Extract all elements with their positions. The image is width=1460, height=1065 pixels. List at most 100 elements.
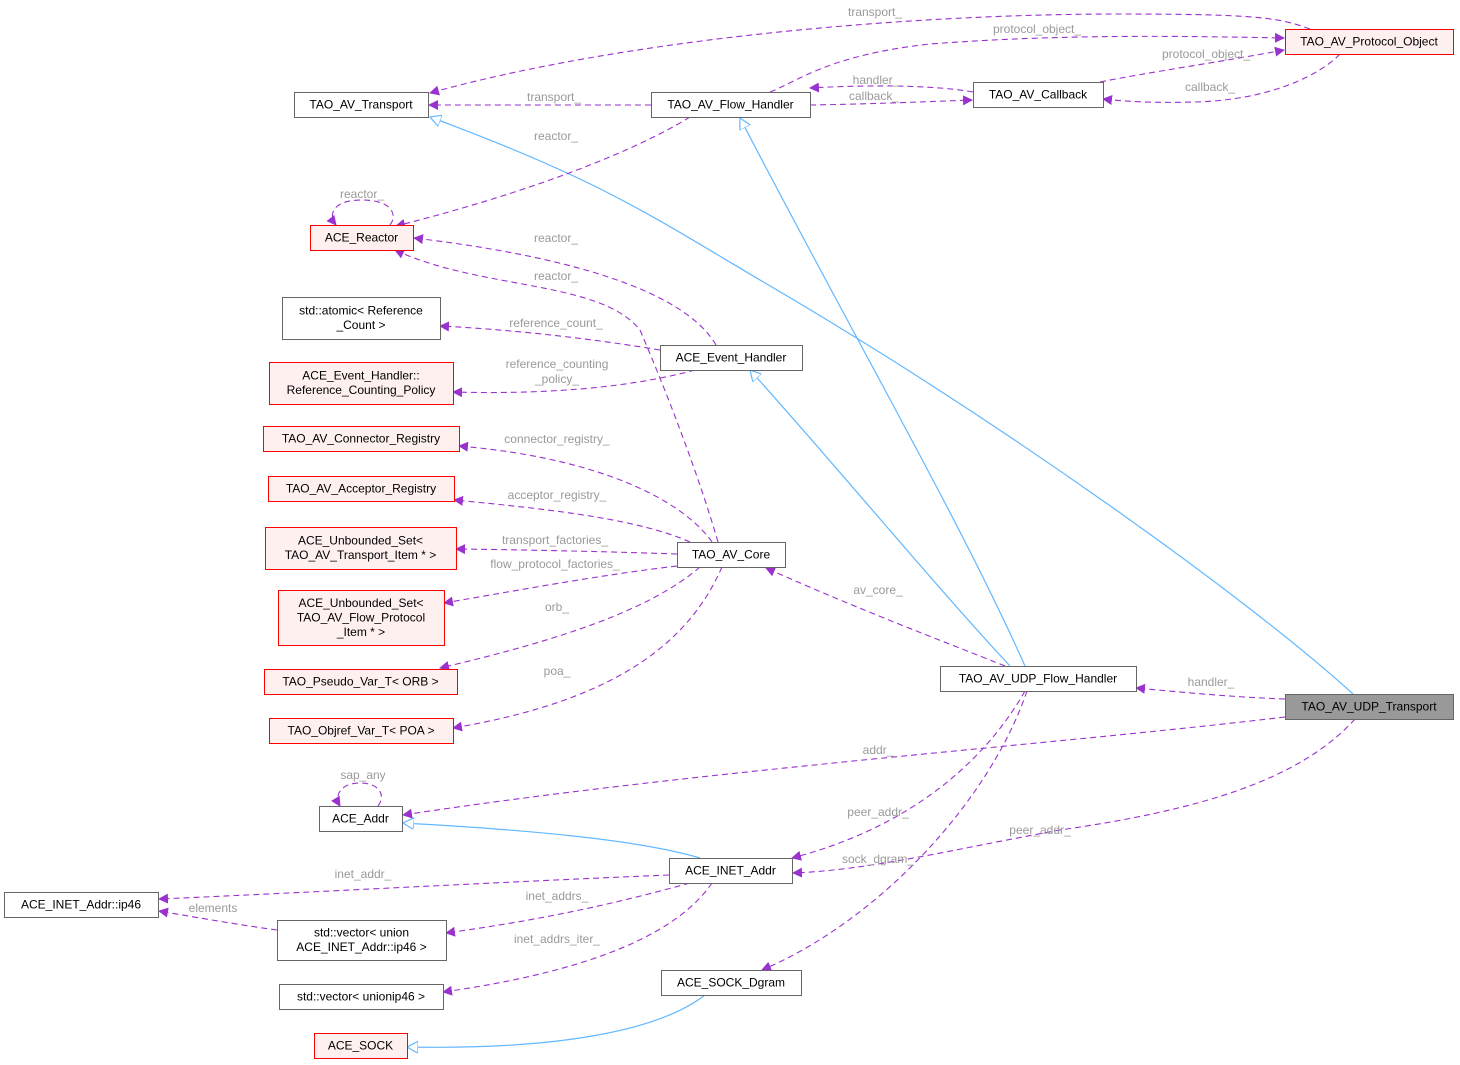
edge-line [809, 95, 973, 106]
usage-edge-3: protocol_object_ [1099, 46, 1285, 83]
inheritance-edge-27 [403, 823, 701, 859]
edge-label: peer_addr_ [847, 805, 909, 819]
edge-label: reference_counting [506, 357, 609, 371]
edge-label: sap_any [340, 768, 385, 782]
node-box [282, 297, 441, 340]
node-box [661, 970, 802, 996]
node-reactor[interactable]: ACE_Reactor [310, 225, 414, 251]
edge-line [458, 441, 713, 543]
inheritance-edge-35 [407, 994, 706, 1047]
node-label: Reference_Counting_Policy [287, 383, 436, 397]
node-connector-registry[interactable]: TAO_AV_Connector_Registry [263, 426, 460, 452]
edge-label: reactor_ [534, 269, 578, 283]
edge-label: elements [189, 901, 238, 915]
usage-edge-33: inet_addrs_iter_ [442, 882, 713, 996]
node-box [669, 858, 793, 884]
edge-line [740, 118, 1026, 667]
node-protocol-object[interactable]: TAO_AV_Protocol_Object [1285, 29, 1454, 55]
node-label: TAO_AV_UDP_Transport [1301, 699, 1437, 713]
edge-label: callback_ [1185, 80, 1235, 94]
node-flow-set[interactable]: ACE_Unbounded_Set<TAO_AV_Flow_Protocol_I… [278, 590, 445, 646]
node-box [1285, 694, 1454, 720]
node-label: ACE_Event_Handler:: [302, 369, 419, 383]
usage-edge-16: acceptor_registry_ [453, 488, 691, 543]
node-box [677, 542, 786, 568]
node-vector-unionip46[interactable]: std::vector< unionip46 > [279, 984, 444, 1010]
edge-line [452, 369, 696, 398]
node-box [263, 426, 460, 452]
node-label: TAO_AV_Connector_Registry [282, 431, 440, 445]
usage-edge-7: transport_ [428, 90, 651, 110]
edge-label: reactor_ [534, 129, 578, 143]
node-label: ACE_Unbounded_Set< [298, 596, 423, 610]
edge-label: reference_count_ [509, 316, 603, 330]
node-transport[interactable]: TAO_AV_Transport [294, 92, 429, 118]
inheritance-edge-22 [750, 370, 1011, 667]
edge-label: addr_ [863, 743, 894, 757]
node-label: ACE_SOCK_Dgram [677, 975, 785, 989]
node-ip46[interactable]: ACE_INET_Addr::ip46 [4, 892, 159, 918]
node-label: TAO_Pseudo_Var_T< ORB > [282, 674, 438, 688]
node-ace-addr[interactable]: ACE_Addr [319, 806, 403, 832]
usage-edge-5: handler_ [809, 73, 974, 93]
node-inet-addr[interactable]: ACE_INET_Addr [669, 858, 793, 884]
edge-line [331, 782, 382, 807]
node-orb-var[interactable]: TAO_Pseudo_Var_T< ORB > [264, 669, 458, 695]
edge-line [442, 882, 713, 996]
edge-line [791, 690, 1026, 861]
edge-line [443, 565, 678, 607]
edge-label: transport_factories_ [502, 533, 608, 547]
usage-edge-24: handler_ [1135, 675, 1286, 700]
node-event-handler[interactable]: ACE_Event_Handler [660, 345, 803, 371]
node-core[interactable]: TAO_AV_Core [677, 542, 786, 568]
edge-line [439, 321, 661, 351]
edge-line [326, 199, 394, 226]
edge-label: transport_ [848, 5, 902, 19]
node-atomic[interactable]: std::atomic< Reference_Count > [282, 297, 441, 340]
node-transport-set[interactable]: ACE_Unbounded_Set<TAO_AV_Transport_Item … [265, 527, 457, 570]
usage-edge-25: addr_ [402, 716, 1286, 819]
edge-label: acceptor_registry_ [508, 488, 607, 502]
node-label: ACE_Reactor [325, 230, 398, 244]
node-ref-policy[interactable]: ACE_Event_Handler::Reference_Counting_Po… [269, 362, 454, 405]
usage-edge-31: elements [158, 901, 278, 931]
node-label: ACE_Unbounded_Set< [298, 534, 423, 548]
node-udp-transport[interactable]: TAO_AV_UDP_Transport [1285, 694, 1454, 720]
node-label: std::vector< unionip46 > [297, 989, 425, 1003]
edge-line [792, 718, 1356, 878]
node-box [314, 1033, 408, 1059]
node-udp-flow-handler[interactable]: TAO_AV_UDP_Flow_Handler [940, 666, 1137, 692]
edge-line [453, 495, 691, 543]
node-poa-var[interactable]: TAO_Objref_Var_T< POA > [269, 718, 454, 744]
edge-line [430, 117, 1354, 695]
edge-line [1099, 46, 1285, 83]
node-label: TAO_AV_UDP_Flow_Handler [959, 671, 1117, 685]
usage-edge-11: reactor_ [413, 231, 717, 346]
edge-label: reactor_ [340, 187, 384, 201]
node-callback[interactable]: TAO_AV_Callback [973, 82, 1104, 108]
node-label: TAO_AV_Flow_Handler [667, 97, 793, 111]
node-label: ACE_Addr [332, 811, 389, 825]
node-acceptor-registry[interactable]: TAO_AV_Acceptor_Registry [268, 476, 455, 502]
edge-label: peer_addr_ [1009, 823, 1071, 837]
node-ace-sock[interactable]: ACE_SOCK [314, 1033, 408, 1059]
node-sock-dgram[interactable]: ACE_SOCK_Dgram [661, 970, 802, 996]
node-label: TAO_AV_Callback [989, 87, 1088, 101]
edge-label: protocol_object_ [993, 22, 1081, 36]
edge-line [445, 882, 691, 937]
node-label: TAO_AV_Transport_Item * > [285, 548, 437, 562]
node-label: ACE_Event_Handler [676, 350, 787, 364]
node-label: ACE_SOCK [328, 1038, 393, 1052]
edge-label: handler_ [1188, 675, 1235, 689]
edge-line [158, 907, 278, 931]
usage-edge-13: reference_count_ [439, 316, 661, 351]
node-label: TAO_AV_Acceptor_Registry [286, 481, 436, 495]
usage-edge-1: transport_ [429, 5, 1311, 96]
usage-edge-14: reference_counting_policy_ [452, 357, 696, 398]
edge-line [407, 994, 706, 1047]
edge-line [761, 690, 1028, 972]
node-box [268, 476, 455, 502]
node-flow-handler[interactable]: TAO_AV_Flow_Handler [651, 92, 811, 118]
